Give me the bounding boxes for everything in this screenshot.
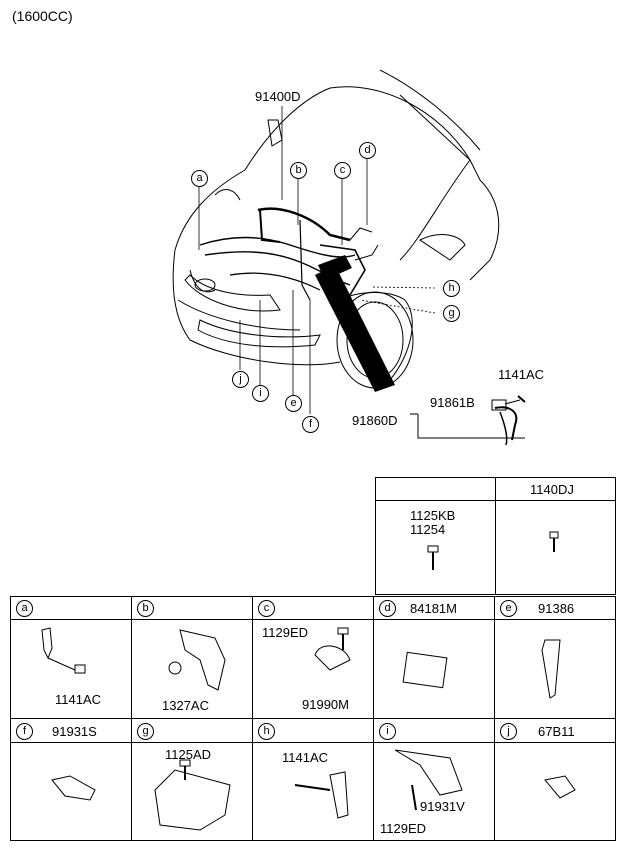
callout-g: g [443,305,460,322]
cell-b-label: 1327AC [162,698,209,713]
battery-sub-label: 91861B [430,395,475,410]
cell-j-header: 67B11 [538,724,575,739]
cell-h-letter: h [258,723,275,740]
cell-i-letter: i [379,723,396,740]
upper-table-header-2: 1140DJ [530,482,574,497]
callout-a: a [191,170,208,187]
cell-c-label-2: 91990M [302,697,349,712]
cell-f-letter: f [16,723,33,740]
callout-h: h [443,280,460,297]
cell-e-letter: e [500,600,517,617]
battery-cable-label: 91860D [352,413,398,428]
cell-a-letter: a [16,600,33,617]
cell-i-label-2: 1129ED [380,821,427,836]
cell-i-label-1: 91931V [420,799,465,814]
upper-part-1: 1125KB [410,508,456,523]
cell-c-letter: c [258,600,275,617]
cell-g-letter: g [137,723,154,740]
callout-e: e [285,395,302,412]
cell-a-label: 1141AC [55,692,102,707]
upper-part-2: 11254 [410,522,446,537]
cell-d-header: 84181M [410,601,457,616]
cell-g-label: 1125AD [165,747,212,762]
callout-f: f [302,416,319,433]
callout-d: d [359,142,376,159]
cell-h-label: 1141AC [282,750,329,765]
callout-j: j [232,371,249,388]
harness-label: 91400D [255,89,301,104]
cell-c-label-1: 1129ED [262,625,309,640]
cell-b-letter: b [137,600,154,617]
page-title: (1600CC) [12,8,73,24]
cell-d-letter: d [379,600,396,617]
cell-f-header: 91931S [52,724,97,739]
callout-i: i [252,385,269,402]
cell-j-letter: j [500,723,517,740]
callout-b: b [290,162,307,179]
battery-bolt-label: 1141AC [498,367,545,382]
cell-e-header: 91386 [538,601,575,616]
callout-c: c [334,162,351,179]
